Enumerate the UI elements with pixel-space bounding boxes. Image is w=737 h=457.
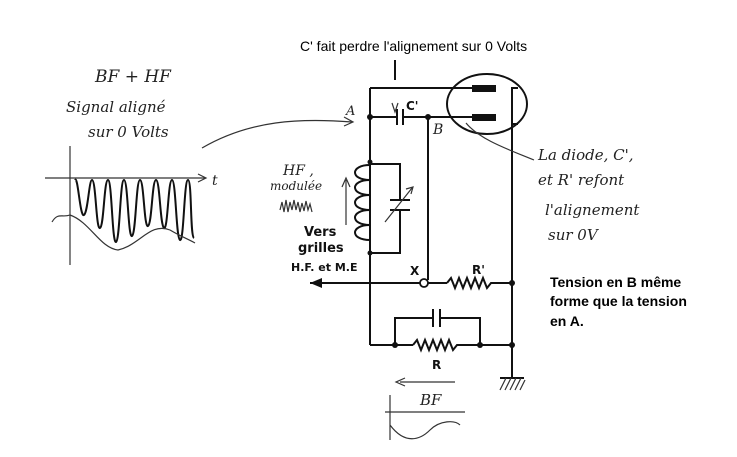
label-x: X xyxy=(410,264,420,278)
diode-note-3: l'alignement xyxy=(545,201,640,219)
ground-icon xyxy=(499,377,526,391)
label-r-prime: R' xyxy=(472,263,485,277)
label-r: R xyxy=(432,358,441,372)
diode-note-4: sur 0V xyxy=(548,226,600,244)
label-a: A xyxy=(345,104,355,119)
anode-1 xyxy=(472,85,496,92)
label-c-prime: C' xyxy=(406,99,418,113)
variable-arrowhead-icon xyxy=(405,186,414,195)
diagram-title: C' fait perdre l'alignement sur 0 Volts xyxy=(300,38,527,54)
bf-arrow-icon xyxy=(394,377,406,387)
variable-arrow xyxy=(384,187,413,223)
grilles-label: grilles xyxy=(298,241,344,256)
hf-me-label: H.F. et M.E xyxy=(291,261,357,274)
node-rc-right xyxy=(477,342,483,348)
cathode xyxy=(511,87,518,125)
t-axis-label: t xyxy=(212,173,218,189)
pointer-arrow xyxy=(201,119,353,149)
bf-label: BF xyxy=(419,391,442,409)
note-line-2: sur 0 Volts xyxy=(88,123,169,141)
diode-note-2: et R' refont xyxy=(538,171,625,189)
node-a xyxy=(367,114,373,120)
waveform-graph: t xyxy=(45,146,218,265)
label-b: B xyxy=(432,122,443,138)
parallel-cap-wires xyxy=(394,317,481,345)
pointer-arrowhead-icon xyxy=(343,116,355,127)
diode-tube xyxy=(446,73,528,135)
modulee-label: modulée xyxy=(270,179,322,193)
hf-label: HF , xyxy=(282,163,314,179)
node-rc-left xyxy=(392,342,398,348)
node-r-prime xyxy=(509,280,515,286)
explanation-line-1: Tension en B même xyxy=(550,274,681,290)
explanation-line-3: en A. xyxy=(550,313,584,329)
c-prime-arrow-icon xyxy=(391,102,399,114)
explanation-line-2: forme que la tension xyxy=(550,293,687,309)
bf-sketch: BF xyxy=(385,377,465,440)
t-axis-arrow-icon xyxy=(197,173,208,183)
tank-wires xyxy=(370,163,401,254)
up-arrow-icon xyxy=(341,176,351,188)
node-rc-ground xyxy=(509,342,515,348)
signal-label: BF + HF xyxy=(94,67,172,87)
r-resistor xyxy=(412,337,512,353)
hf-squiggle xyxy=(279,199,313,213)
bf-wave xyxy=(389,395,461,440)
diode-note-1: La diode, C', xyxy=(537,146,634,164)
diode-pointer xyxy=(465,122,535,161)
coil-inductor xyxy=(354,164,371,241)
modulated-waveform xyxy=(74,178,195,244)
anode-2 xyxy=(472,114,496,121)
note-line-1: Signal aligné xyxy=(66,98,166,116)
circuit xyxy=(310,60,528,391)
node-x xyxy=(419,278,429,288)
output-arrow-icon xyxy=(310,278,322,288)
bf-envelope xyxy=(51,214,196,251)
r-prime-resistor xyxy=(446,275,512,291)
vers-label: Vers xyxy=(304,225,337,240)
